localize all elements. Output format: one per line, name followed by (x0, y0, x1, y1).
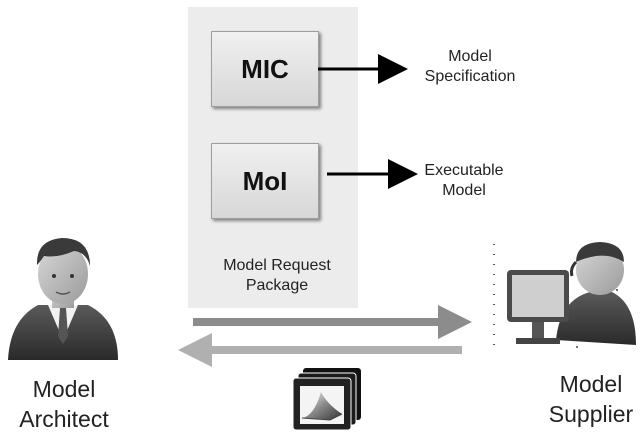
model-supplier-icon (507, 242, 636, 345)
model-architect-icon (8, 238, 118, 360)
mic-box: MIC (211, 31, 319, 107)
model-architect-label: Model Architect (0, 375, 128, 435)
model-specification-line2: Specification (424, 68, 516, 85)
delivery-flow-arrow (178, 333, 462, 367)
executable-model-label: Executable Model (404, 161, 524, 201)
model-specification-label: Model Specification (405, 47, 535, 87)
model-architect-line2: Architect (19, 405, 109, 432)
executable-model-line1: Executable (424, 162, 504, 179)
simulation-model-icon (292, 368, 361, 431)
model-specification-line1: Model (448, 48, 492, 65)
package-label-line1: Model Request (223, 257, 331, 274)
request-flow-arrow (193, 305, 472, 339)
model-architect-line1: Model (32, 376, 96, 402)
moi-label: MoI (242, 165, 288, 196)
moi-box: MoI (211, 143, 319, 219)
model-supplier-line2: Supplier (548, 400, 634, 427)
package-label-line2: Package (245, 277, 309, 294)
model-supplier-label: Model Supplier (540, 370, 642, 430)
package-label: Model Request Package (212, 256, 342, 296)
executable-model-line2: Model (442, 182, 486, 199)
model-supplier-line1: Model (559, 371, 623, 397)
mic-label: MIC (241, 53, 289, 84)
